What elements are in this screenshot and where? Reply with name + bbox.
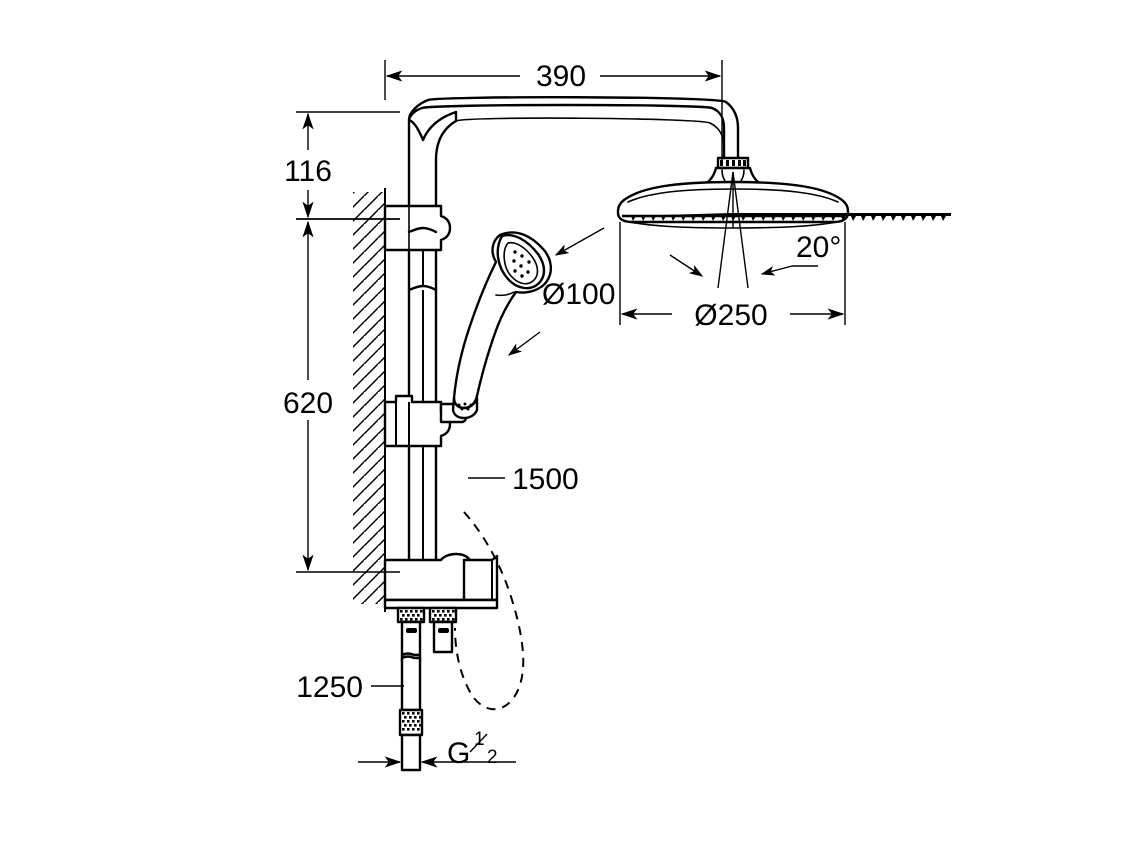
knurl-left xyxy=(400,610,423,621)
dim-116-label: 116 xyxy=(284,155,332,188)
nozzle-band xyxy=(626,213,951,221)
spray-angle-lines xyxy=(717,171,749,289)
dim-g12: G 1 2 xyxy=(358,729,516,770)
dim-20deg: 20° xyxy=(669,231,841,277)
dim-g12-numerator: 1 xyxy=(474,729,485,750)
shower-hose xyxy=(454,511,525,711)
dim-1250: 1250 xyxy=(296,671,404,704)
dim-620: 620 xyxy=(283,218,400,573)
dim-d100-label: Ø100 xyxy=(542,278,615,311)
outlet-hose xyxy=(398,655,424,772)
dim-g12-denominator: 2 xyxy=(487,747,498,768)
shower-mixer xyxy=(383,552,499,610)
dim-1250-label: 1250 xyxy=(296,671,363,704)
dim-390-label: 390 xyxy=(536,60,586,93)
knurl-outlet xyxy=(402,712,422,731)
inlet-connectors xyxy=(396,606,458,664)
dim-d250: Ø250 xyxy=(619,222,846,332)
dim-1500: 1500 xyxy=(468,463,579,496)
knurl-right xyxy=(432,610,455,621)
shower-arm xyxy=(407,96,740,162)
hand-shower xyxy=(451,231,552,420)
dim-g12-letter: G xyxy=(447,737,470,770)
dim-116: 116 xyxy=(284,111,400,220)
wall-section xyxy=(353,188,386,612)
head-shower xyxy=(616,156,951,229)
dim-d250-label: Ø250 xyxy=(694,299,767,332)
riser-rail xyxy=(383,110,468,577)
dim-1500-label: 1500 xyxy=(512,463,579,496)
dim-d100: Ø100 xyxy=(507,227,615,356)
dim-620-label: 620 xyxy=(283,387,333,420)
dim-390: 390 xyxy=(384,60,723,165)
dim-20deg-label: 20° xyxy=(796,231,841,264)
